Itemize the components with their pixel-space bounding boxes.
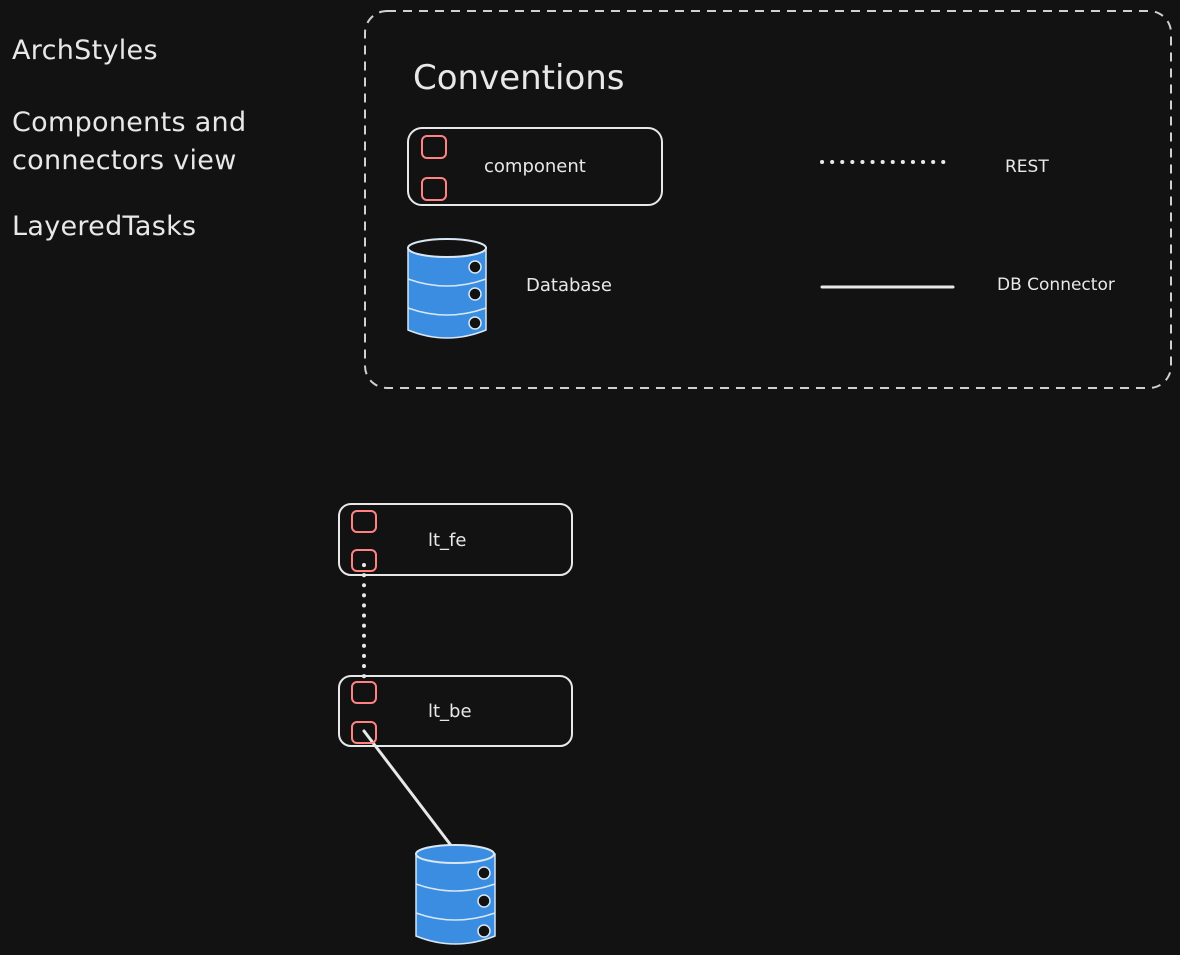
component-lt-be-box (338, 675, 573, 747)
component-lt-fe-port-bottom (351, 549, 377, 572)
legend-database-label: Database (526, 275, 612, 296)
conventions-title: Conventions (413, 58, 625, 98)
legend-component[interactable]: component (407, 127, 663, 206)
component-lt-fe[interactable]: lt_fe (338, 503, 573, 576)
component-lt-be[interactable]: lt_be (338, 675, 573, 747)
legend-db-connector[interactable]: DB Connector (820, 275, 1115, 295)
legend-component-port-top (421, 135, 447, 159)
legend-database-icon (407, 238, 487, 339)
db-connector[interactable] (362, 729, 458, 854)
component-lt-fe-box (338, 503, 573, 576)
component-lt-be-port-bottom (351, 721, 377, 744)
layered-tasks-link[interactable]: LayeredTasks (12, 211, 197, 242)
legend-rest[interactable]: REST (820, 157, 1049, 177)
component-lt-be-port-top (351, 681, 377, 704)
database-icon[interactable] (415, 844, 496, 945)
legend-database[interactable]: Database (407, 238, 612, 339)
conventions-frame (364, 10, 1172, 389)
archstyles-link[interactable]: ArchStyles (12, 35, 158, 66)
legend-component-port-bottom (421, 177, 447, 201)
component-lt-fe-port-top (351, 510, 377, 533)
components-connectors-view-link[interactable]: Components and connectors view (12, 107, 247, 176)
component-lt-be-label: lt_be (428, 701, 472, 722)
component-lt-fe-label: lt_fe (428, 530, 466, 551)
legend-rest-label: REST (1005, 157, 1049, 177)
legend-component-label: component (484, 156, 586, 177)
legend-component-box (407, 127, 663, 206)
legend-db-connector-label: DB Connector (997, 275, 1115, 295)
